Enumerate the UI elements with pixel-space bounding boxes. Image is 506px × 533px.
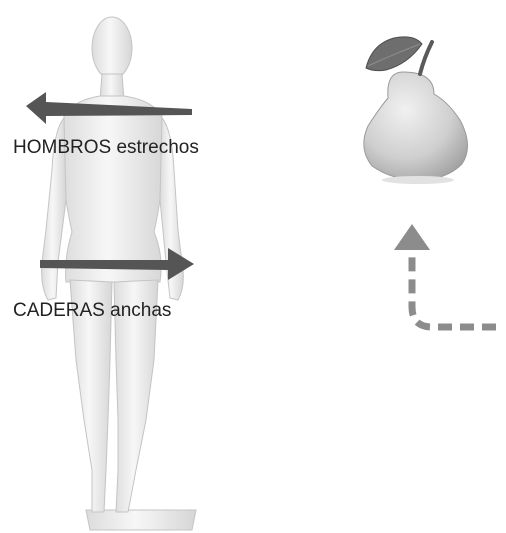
pear-stem bbox=[420, 42, 432, 74]
pear-leaf bbox=[366, 37, 422, 71]
hips-label: CADERAS anchas bbox=[13, 300, 171, 322]
mannequin-head bbox=[92, 17, 132, 79]
mannequin-base bbox=[86, 510, 196, 530]
dashed-arrow-up-icon bbox=[394, 224, 496, 327]
pear-icon bbox=[364, 37, 468, 184]
mannequin-torso bbox=[62, 96, 164, 282]
shoulders-label: HOMBROS estrechos bbox=[13, 137, 199, 159]
pear-body bbox=[364, 72, 468, 180]
